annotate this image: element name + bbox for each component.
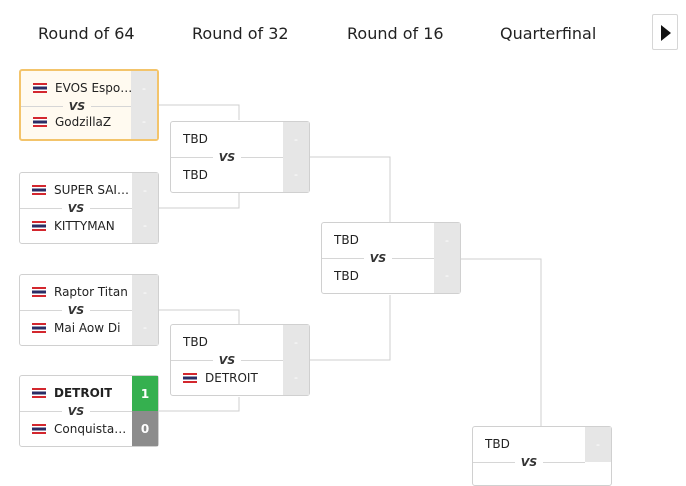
team-slot[interactable]: TBD bbox=[171, 126, 283, 152]
vs-label: VS bbox=[68, 99, 86, 113]
team-name: DETROIT bbox=[205, 371, 258, 385]
vs-divider: VS bbox=[20, 303, 132, 317]
round-header-quarterfinal: Quarterfinal bbox=[500, 24, 597, 43]
team-slot[interactable]: Mai Aow Di bbox=[20, 315, 132, 341]
connector-r64-4 bbox=[159, 397, 240, 412]
team-name: TBD bbox=[334, 269, 359, 283]
vs-label: VS bbox=[67, 404, 85, 418]
team-name: TBD bbox=[334, 233, 359, 247]
match-r32-1[interactable]: TBD - VS TBD - bbox=[170, 121, 310, 193]
team-name: SUPER SAIYAN bbox=[54, 183, 132, 197]
score-cell: - bbox=[283, 157, 309, 192]
thailand-flag-icon bbox=[183, 373, 197, 383]
connector-r64-1 bbox=[159, 104, 240, 120]
team-slot[interactable]: SUPER SAIYAN bbox=[20, 177, 132, 203]
score-cell: - bbox=[131, 104, 157, 139]
vs-divider: VS bbox=[171, 150, 283, 164]
team-slot[interactable]: TBD bbox=[171, 329, 283, 355]
thailand-flag-icon bbox=[32, 323, 46, 333]
score-cell: - bbox=[132, 208, 158, 243]
team-name: TBD bbox=[183, 335, 208, 349]
bracket-connectors bbox=[159, 104, 542, 426]
vs-divider: VS bbox=[473, 455, 585, 469]
team-slot[interactable]: EVOS Esports bbox=[21, 75, 133, 101]
match-r16-1[interactable]: TBD - VS TBD - bbox=[321, 222, 461, 294]
vs-divider: VS bbox=[21, 99, 133, 113]
vs-label: VS bbox=[369, 251, 387, 265]
vs-divider: VS bbox=[322, 251, 434, 265]
score-cell: - bbox=[132, 275, 158, 310]
next-round-button[interactable] bbox=[652, 14, 678, 50]
score-cell: - bbox=[283, 122, 309, 157]
connector-r32-2 bbox=[310, 295, 391, 361]
match-r64-1[interactable]: EVOS Esports - VS GodzillaZ - bbox=[19, 69, 159, 141]
match-qf-1[interactable]: TBD - VS bbox=[472, 426, 612, 486]
team-slot[interactable]: TBD bbox=[322, 227, 434, 253]
match-r64-2[interactable]: SUPER SAIYAN - VS KITTYMAN - bbox=[19, 172, 159, 244]
match-r64-3[interactable]: Raptor Titan - VS Mai Aow Di - bbox=[19, 274, 159, 346]
connector-r64-2 bbox=[159, 193, 240, 209]
connector-r16-1 bbox=[461, 258, 542, 426]
score-cell: - bbox=[132, 173, 158, 208]
team-slot[interactable]: TBD bbox=[322, 263, 434, 289]
score-cell: - bbox=[132, 310, 158, 345]
score-cell: - bbox=[131, 71, 157, 106]
team-slot[interactable]: Raptor Titan bbox=[20, 279, 132, 305]
score-cell: - bbox=[434, 258, 460, 293]
team-slot[interactable]: Conquistadors bbox=[20, 416, 132, 442]
score-cell: - bbox=[585, 427, 611, 462]
team-slot[interactable]: GodzillaZ bbox=[21, 109, 133, 135]
vs-divider: VS bbox=[20, 404, 132, 418]
team-name: GodzillaZ bbox=[55, 115, 112, 129]
team-name: DETROIT bbox=[54, 386, 113, 400]
thailand-flag-icon bbox=[33, 83, 47, 93]
thailand-flag-icon bbox=[32, 221, 46, 231]
match-r64-4[interactable]: DETROIT 1 VS Conquistadors 0 bbox=[19, 375, 159, 447]
team-name: KITTYMAN bbox=[54, 219, 115, 233]
round-header-16: Round of 16 bbox=[347, 24, 444, 43]
team-name: Conquistadors bbox=[54, 422, 132, 436]
round-header-32: Round of 32 bbox=[192, 24, 289, 43]
thailand-flag-icon bbox=[32, 424, 46, 434]
connector-r64-3 bbox=[159, 309, 240, 324]
score-cell: - bbox=[283, 325, 309, 360]
team-name: TBD bbox=[183, 132, 208, 146]
score-cell: - bbox=[283, 360, 309, 395]
team-name: TBD bbox=[183, 168, 208, 182]
thailand-flag-icon bbox=[32, 287, 46, 297]
team-name: TBD bbox=[485, 437, 510, 451]
vs-divider: VS bbox=[20, 201, 132, 215]
vs-label: VS bbox=[218, 353, 236, 367]
connector-r32-1 bbox=[310, 156, 391, 222]
team-slot[interactable]: KITTYMAN bbox=[20, 213, 132, 239]
vs-label: VS bbox=[67, 201, 85, 215]
thailand-flag-icon bbox=[33, 117, 47, 127]
team-slot-winner[interactable]: DETROIT bbox=[20, 380, 132, 406]
round-header-64: Round of 64 bbox=[38, 24, 135, 43]
vs-label: VS bbox=[67, 303, 85, 317]
score-cell-loss: 0 bbox=[132, 411, 158, 446]
score-cell: - bbox=[434, 223, 460, 258]
team-slot[interactable]: TBD bbox=[171, 162, 283, 188]
team-name: EVOS Esports bbox=[55, 81, 133, 95]
vs-label: VS bbox=[520, 455, 538, 469]
match-r32-2[interactable]: TBD - VS DETROIT - bbox=[170, 324, 310, 396]
vs-divider: VS bbox=[171, 353, 283, 367]
team-name: Raptor Titan bbox=[54, 285, 128, 299]
team-slot[interactable]: TBD bbox=[473, 431, 585, 457]
team-slot[interactable]: DETROIT bbox=[171, 365, 283, 391]
play-arrow-icon bbox=[661, 25, 671, 41]
score-cell-win: 1 bbox=[132, 376, 158, 411]
vs-label: VS bbox=[218, 150, 236, 164]
team-name: Mai Aow Di bbox=[54, 321, 121, 335]
thailand-flag-icon bbox=[32, 185, 46, 195]
thailand-flag-icon bbox=[32, 388, 46, 398]
